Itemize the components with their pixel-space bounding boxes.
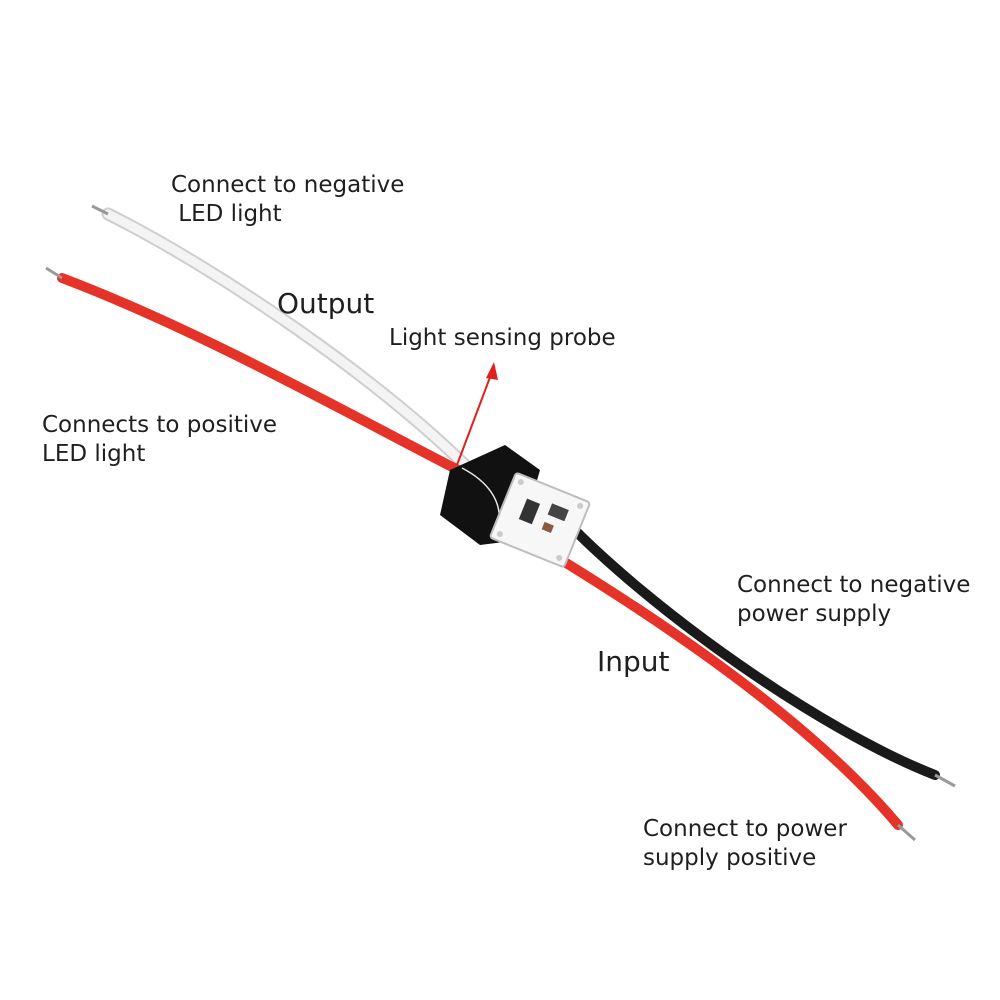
white-output-wire (91, 204, 477, 477)
label-negative-power: Connect to negative power supply (737, 572, 971, 627)
sensor-board (489, 472, 591, 568)
red-input-wire (540, 545, 916, 842)
label-positive-power: Connect to power supply positive (643, 816, 847, 871)
label-output: Output (277, 287, 375, 320)
label-probe: Light sensing probe (389, 325, 616, 351)
probe-arrow (456, 362, 498, 466)
label-negative-led: Connect to negative LED light (171, 172, 405, 227)
label-input: Input (597, 645, 670, 678)
black-input-wire (555, 510, 956, 788)
label-positive-led: Connects to positive LED light (42, 412, 278, 467)
red-output-wire (45, 266, 463, 475)
